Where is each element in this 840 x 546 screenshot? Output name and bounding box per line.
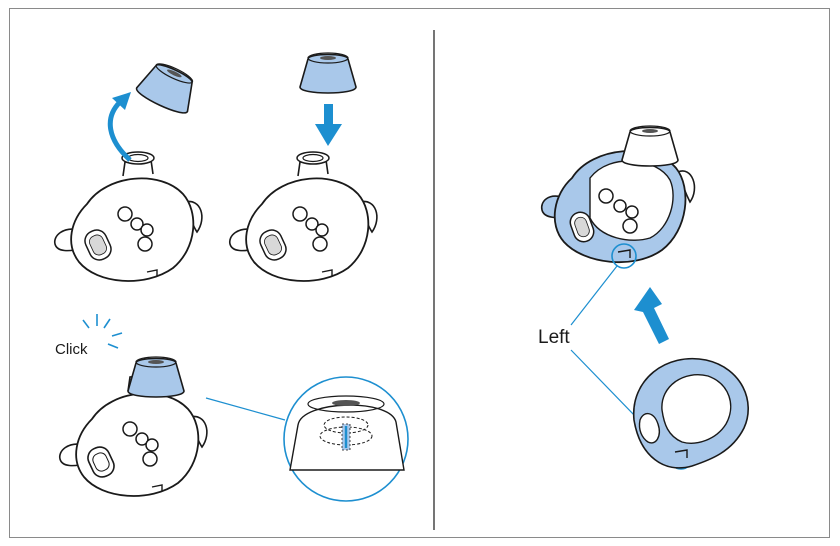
left-side-label: Left [538, 327, 570, 349]
up-arrow-icon [634, 287, 669, 344]
ear-tip-attached [128, 357, 184, 397]
leader-to-earbud [571, 266, 617, 325]
click-burst-icon [83, 314, 122, 348]
click-label: Click [55, 341, 88, 358]
earbud-remove-tip [55, 152, 202, 281]
earbud-attach-tip [230, 152, 377, 281]
zoom-detail-circle [284, 377, 408, 501]
ear-tip-on-cover [622, 126, 678, 166]
curved-arrow-icon [110, 102, 130, 160]
down-arrow-head [315, 124, 342, 146]
ear-tip-attach [300, 53, 356, 93]
zoom-leader-line [206, 398, 285, 420]
down-arrow-icon [324, 104, 333, 126]
ear-tip-removed [134, 57, 202, 117]
silicone-cover [634, 359, 749, 468]
